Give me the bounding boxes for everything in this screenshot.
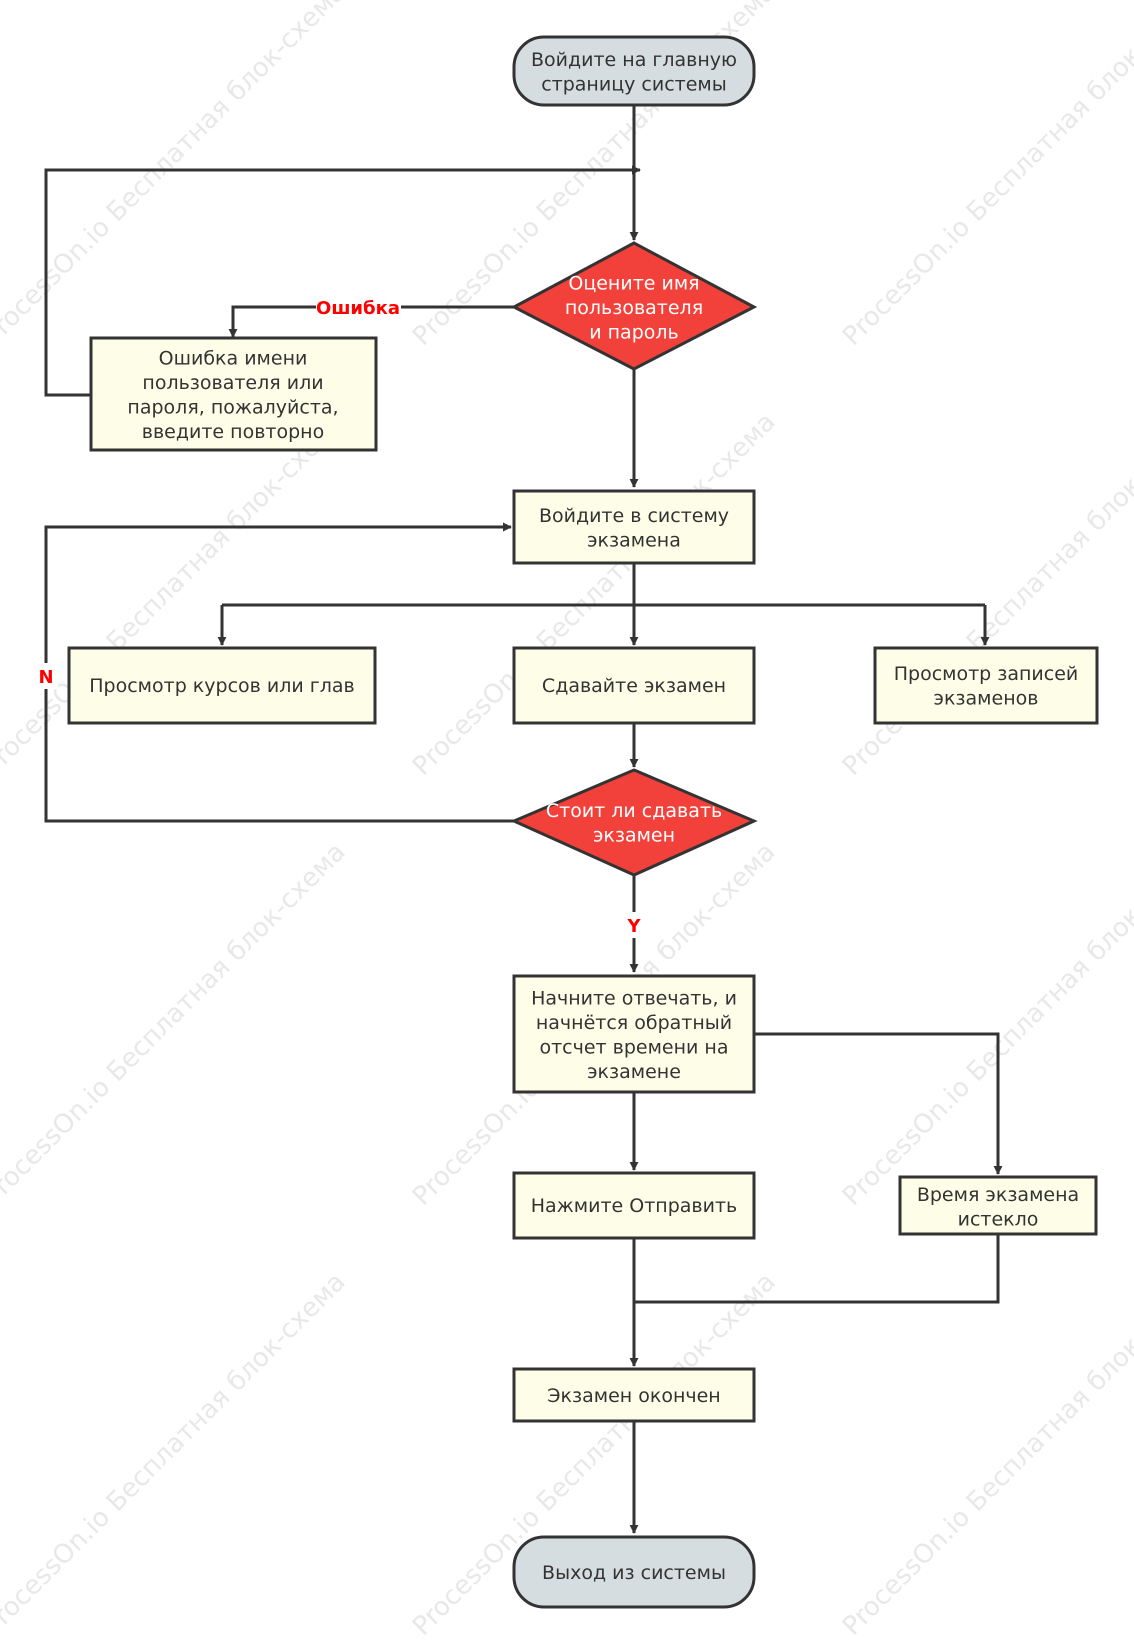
node-logout-shape [512,1535,756,1609]
node-start-line: Войдите на главную [531,49,737,71]
edge-label-error: Ошибка [316,298,400,319]
node-exam-done-line: Экзамен окончен [547,1385,720,1407]
node-take-exam-line: Сдавайте экзамен [542,675,726,697]
node-login-error-line: пароля, пожалуйста, [127,396,338,418]
node-should-take-shape [510,768,758,877]
node-view-courses-line: Просмотр курсов или глав [89,675,354,697]
node-view-courses-shape [67,646,377,725]
node-submit-label: Нажмите Отправить [531,1195,738,1217]
node-answering-line: начнётся обратный [536,1012,732,1034]
node-time-up-line: истекло [958,1208,1039,1230]
node-login-error-shape [89,336,378,452]
edge-time-up-to-done [634,1234,1000,1304]
edge-label-yes: Y [626,916,641,937]
node-start-shape [512,35,756,107]
node-exam-login-shape [512,489,756,565]
watermark-text: ProcessOn.io Бесплатная блок-схема [837,0,1134,352]
node-answering-line: отсчет времени на [539,1036,728,1058]
node-exam-login-line: экзамена [587,529,681,551]
edge-check-to-error [228,305,515,338]
node-take-exam-shape [512,646,756,725]
watermark-text: ProcessOn.io Бесплатная блок-схема [837,407,1134,782]
node-answering-shape [512,974,756,1094]
yes-label-bg [622,912,646,938]
node-view-records-line: Просмотр записей [894,663,1079,685]
no-label-bg [34,663,58,689]
node-login-error-line: пользователя или [142,372,323,394]
node-answering-line: экзамене [587,1061,681,1083]
node-should-take-line: экзамен [593,824,675,846]
node-check-credentials-shape [510,241,758,371]
watermark-text: ProcessOn.io Бесплатная блок-схема [0,0,352,352]
node-answering-line: Начните отвечать, и [531,987,737,1009]
node-submit-line: Нажмите Отправить [531,1195,738,1217]
edge-error-retry-loop [44,165,641,397]
node-view-records-shape [873,646,1099,725]
watermark-text: ProcessOn.io Бесплатная блок-схема [0,837,352,1212]
node-exam-login-line: Войдите в систему [539,505,729,527]
edge-answering-to-time-up [755,1032,1003,1175]
watermark-text: ProcessOn.io Бесплатная блок-схема [0,407,352,782]
node-view-records-line: экзаменов [934,687,1039,709]
node-login-error-line: Ошибка имени [159,347,308,369]
node-check-credentials-line: и пароль [589,322,678,344]
node-check-credentials-line: Оцените имя [568,273,699,295]
edge-label-no: N [38,667,53,688]
error-label-bg [316,294,401,320]
node-logout-label: Выход из системы [542,1562,726,1584]
watermark-text: ProcessOn.io Бесплатная блок-схема [837,837,1134,1212]
node-login-error-line: введите повторно [142,421,324,443]
watermark-text: ProcessOn.io Бесплатная блок-схема [0,1267,352,1642]
watermark-text: ProcessOn.io Бесплатная блок-схема [837,1267,1134,1642]
watermark-text: ProcessOn.io Бесплатная блок-схема [407,407,782,782]
node-exam-done-label: Экзамен окончен [547,1385,720,1407]
node-check-credentials-line: пользователя [565,297,703,319]
node-should-take-line: Стоит ли сдавать [546,800,722,822]
node-view-courses-label: Просмотр курсов или глав [89,675,354,697]
node-take-exam-label: Сдавайте экзамен [542,675,726,697]
node-exam-done-shape [512,1367,756,1423]
node-time-up-shape [898,1175,1098,1236]
node-logout-line: Выход из системы [542,1562,726,1584]
node-time-up-line: Время экзамена [917,1184,1079,1206]
node-start-line: страницу системы [541,73,727,95]
node-submit-shape [512,1171,756,1240]
